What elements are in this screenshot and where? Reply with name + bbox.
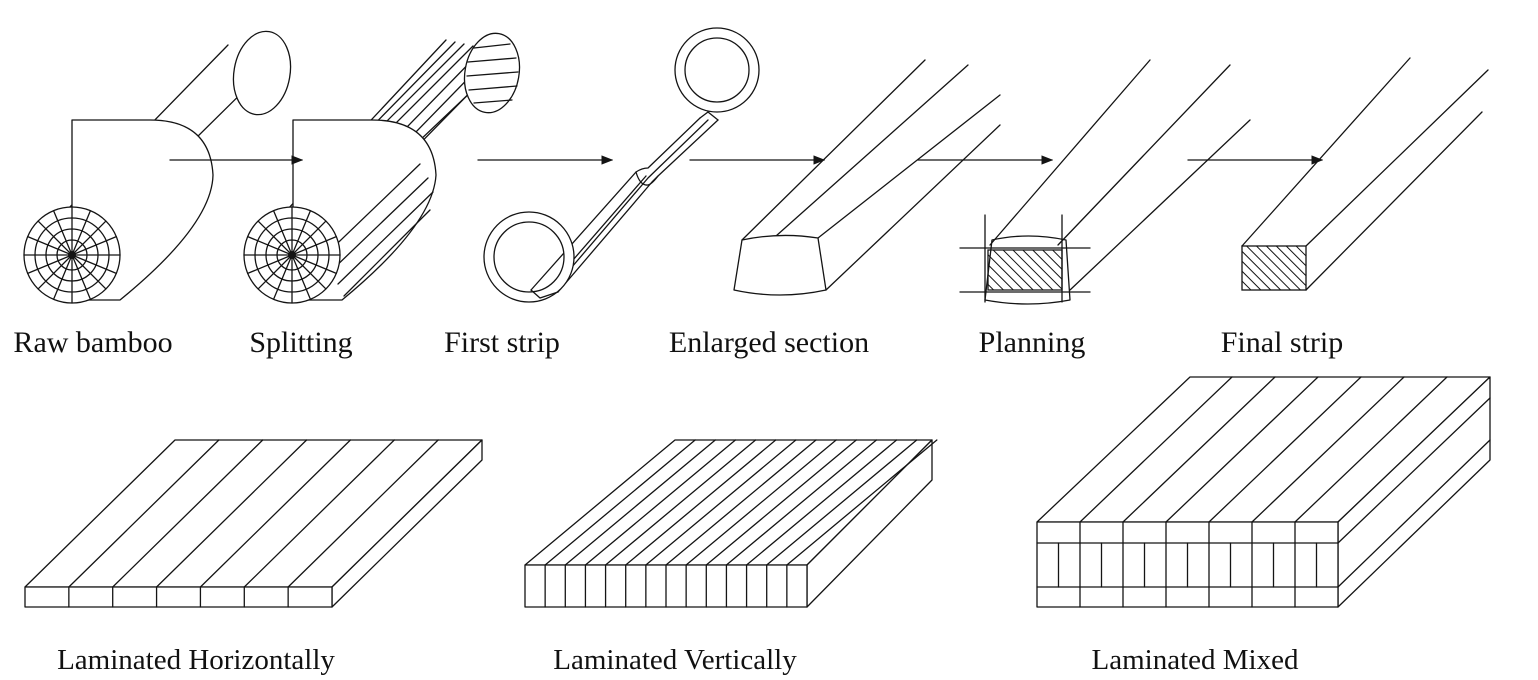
strip-line [564,439,716,566]
board-strip-lines [544,439,938,608]
final-strip-figure [1241,57,1489,291]
strip-line [745,439,898,566]
strip-line [1208,376,1362,523]
strip-line [1122,376,1276,523]
strip-line [155,439,308,588]
strip-edge [547,119,709,296]
label-laminated-horizontally: Laminated Horizontally [57,644,335,676]
label-final-strip: Final strip [1220,326,1344,359]
strip-line [68,439,220,588]
strip-line [786,439,938,566]
strip-line [287,439,439,588]
planning-figure [959,59,1251,305]
label-planning: Planning [978,326,1086,359]
strip-line [645,439,797,566]
strip-back-ring [674,27,760,113]
final-strip-edge [1241,57,1411,247]
final-strip-edge [1305,111,1483,291]
final-strip-hatched-section [1241,245,1307,291]
strip-line [1079,376,1233,523]
strip-line [112,439,264,588]
split-end-lines [466,43,519,104]
strip-line [1251,376,1405,523]
strip-line [665,439,817,566]
strip-line [705,439,857,566]
final-strip-edge [1305,69,1489,247]
split-back-end [463,32,521,114]
label-raw-bamboo: Raw bamboo [13,326,173,359]
laminated-vertically-figure [524,439,938,608]
strip-line [625,439,777,566]
strip-line [544,439,696,566]
planning-hatched-section [987,249,1063,291]
strip-step [635,171,659,186]
laminated-horizontally-figure [24,439,483,608]
strip-line [725,439,878,566]
strip-line [1294,376,1448,523]
strip-edge [557,119,719,293]
strip-line [1165,376,1319,523]
bamboo-back-end [232,30,292,116]
planning-edge [1057,64,1231,246]
board-strip-lines [68,439,439,608]
first-strip-figure [483,27,760,303]
board-front-face [24,586,333,608]
section-edge [775,64,969,237]
board-strip-lines [1057,376,1448,608]
planning-raw-outline [984,235,1071,305]
strip-line [199,439,352,588]
planning-edge [989,59,1151,246]
section-edge [825,124,1001,291]
strip-line [584,439,737,566]
label-laminated-vertically: Laminated Vertically [553,644,797,676]
section-edge [741,59,926,241]
raw-bamboo-figure [23,30,292,304]
strip-line [766,439,918,566]
section-edge [817,94,1001,239]
enlarged-section-figure [733,59,1001,296]
section-face [733,234,827,296]
strip-front-end [530,289,559,299]
laminated-mixed-figure [1036,376,1491,608]
split-cross-section [243,206,341,304]
strip-line [685,439,837,566]
strip-line [604,439,757,566]
label-laminated-mixed: Laminated Mixed [1091,644,1299,676]
planning-edge [1069,119,1251,291]
strip-end [699,111,719,121]
label-enlarged-section: Enlarged section [668,326,870,359]
label-splitting: Splitting [249,326,353,359]
bamboo-cross-section [23,206,121,304]
strip-line [243,439,395,588]
splitting-figure [243,32,521,304]
strip-edge [530,117,701,291]
label-first-strip: First strip [444,326,560,359]
strip-front-ring [483,211,575,303]
